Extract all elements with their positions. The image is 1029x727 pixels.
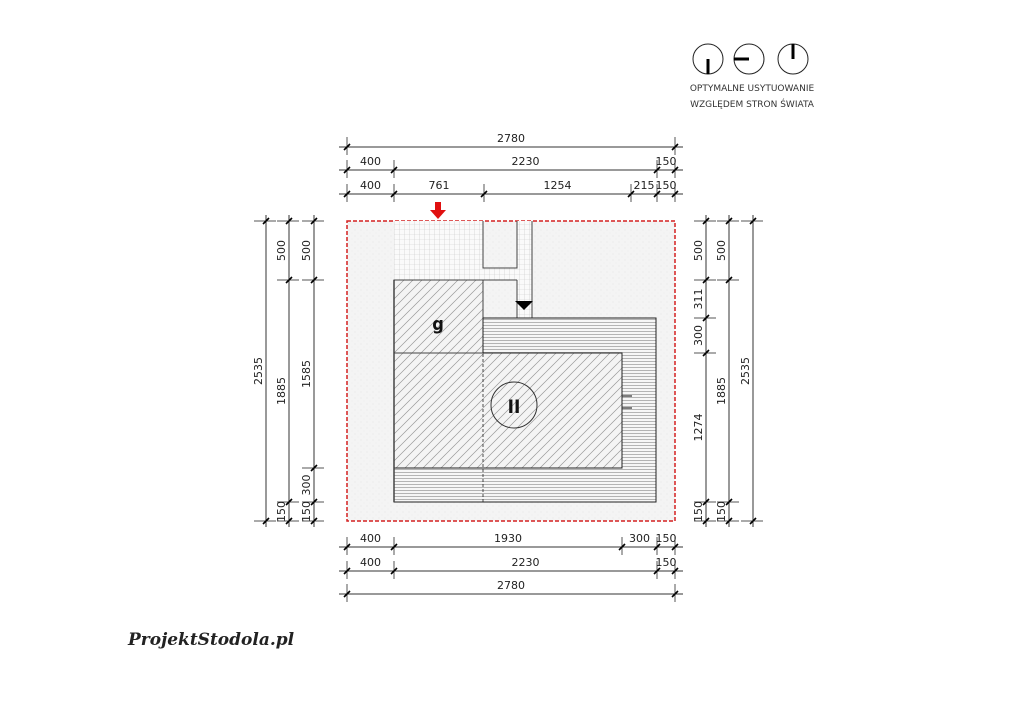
dim-bottom-mid-label: 150 — [656, 556, 677, 569]
dim-top-detail-label: 215 — [634, 179, 655, 192]
dim-bottom-detail-label: 400 — [360, 532, 381, 545]
dim-top-detail-label: 761 — [429, 179, 450, 192]
dim-right-detail-label: 311 — [692, 289, 705, 310]
orientation-caption-2: WZGLĘDEM STRON ŚWIATA — [690, 98, 815, 110]
dim-left-mid-label: 500 — [275, 240, 288, 261]
entry-arrow-icon — [430, 202, 446, 219]
compass-west-icon — [733, 43, 765, 75]
dim-top-detail-label: 1254 — [544, 179, 572, 192]
compass-north-icon — [777, 43, 809, 75]
dim-left-overall-label: 2535 — [252, 357, 265, 385]
dim-top-detail-label: 150 — [656, 179, 677, 192]
dim-bottom-mid-label: 2230 — [512, 556, 540, 569]
dim-left-detail-label: 300 — [300, 475, 313, 496]
garage — [393, 279, 484, 354]
dim-top-mid-label: 150 — [656, 155, 677, 168]
dim-left-detail-label: 1585 — [300, 360, 313, 388]
dim-left-detail-label: 500 — [300, 240, 313, 261]
dim-right-mid-label: 1885 — [715, 377, 728, 405]
garage-label: g — [432, 314, 444, 335]
dim-left-mid-label: 1885 — [275, 377, 288, 405]
dim-top-mid-label: 2230 — [512, 155, 540, 168]
dim-right-detail-label: 1274 — [692, 414, 705, 442]
dim-right-detail-label: 150 — [692, 501, 705, 522]
dim-top-mid-label: 400 — [360, 155, 381, 168]
orientation-legend: OPTYMALNE USYTUOWANIE WZGLĘDEM STRON ŚWI… — [690, 43, 815, 110]
entrance-marker-icon — [515, 301, 533, 310]
dim-left-mid-label: 150 — [275, 501, 288, 522]
projektstodola-logo: ProjektStodola.pl — [127, 630, 295, 650]
dim-right-detail-label: 300 — [692, 325, 705, 346]
house-type-circle — [490, 381, 538, 429]
dim-top-detail-label: 400 — [360, 179, 381, 192]
dim-left-detail-label: 150 — [300, 501, 313, 522]
dim-right-mid-label: 150 — [715, 501, 728, 522]
house-main — [393, 352, 623, 469]
dim-bottom-detail-label: 1930 — [494, 532, 522, 545]
dim-right-detail-label: 500 — [692, 240, 705, 261]
house-type-label: II — [508, 396, 521, 418]
paved-driveway — [394, 221, 533, 318]
dim-bottom-detail-label: 150 — [656, 532, 677, 545]
dim-right-mid-label: 500 — [715, 240, 728, 261]
dim-bottom-detail-label: 300 — [629, 532, 650, 545]
dim-top-overall-label: 2780 — [497, 132, 525, 145]
orientation-caption-1: OPTYMALNE USYTUOWANIE — [690, 84, 815, 94]
dim-bottom-mid-label: 400 — [360, 556, 381, 569]
dim-right-overall-label: 2535 — [739, 357, 752, 385]
dim-bottom-overall-label: 2780 — [497, 579, 525, 592]
steps-icon — [622, 395, 632, 409]
compass-south-icon — [692, 43, 724, 75]
